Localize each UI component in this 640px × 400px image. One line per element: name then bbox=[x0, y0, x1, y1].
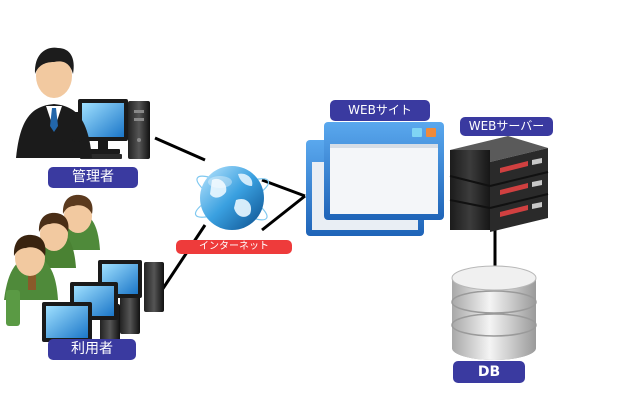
globe-icon bbox=[194, 166, 270, 230]
website-label: WEBサイト bbox=[330, 100, 430, 121]
admin-computer-icon bbox=[78, 99, 150, 159]
internet-label: インターネット bbox=[176, 240, 292, 254]
webserver-label: WEBサーバー bbox=[460, 117, 553, 136]
database-icon bbox=[451, 265, 537, 360]
link-admin-internet bbox=[154, 136, 206, 162]
users-group-icon bbox=[4, 194, 100, 326]
browser-window-icon bbox=[306, 122, 444, 236]
link-users-internet bbox=[160, 224, 207, 291]
server-rack-icon bbox=[449, 136, 549, 232]
link-internet-website bbox=[261, 178, 306, 198]
admin-label: 管理者 bbox=[48, 167, 138, 188]
db-label: DB bbox=[453, 361, 525, 383]
link-internet-website-2 bbox=[261, 194, 306, 232]
connector-lines bbox=[154, 136, 497, 291]
users-label: 利用者 bbox=[48, 339, 136, 360]
businessman-icon bbox=[16, 47, 92, 158]
